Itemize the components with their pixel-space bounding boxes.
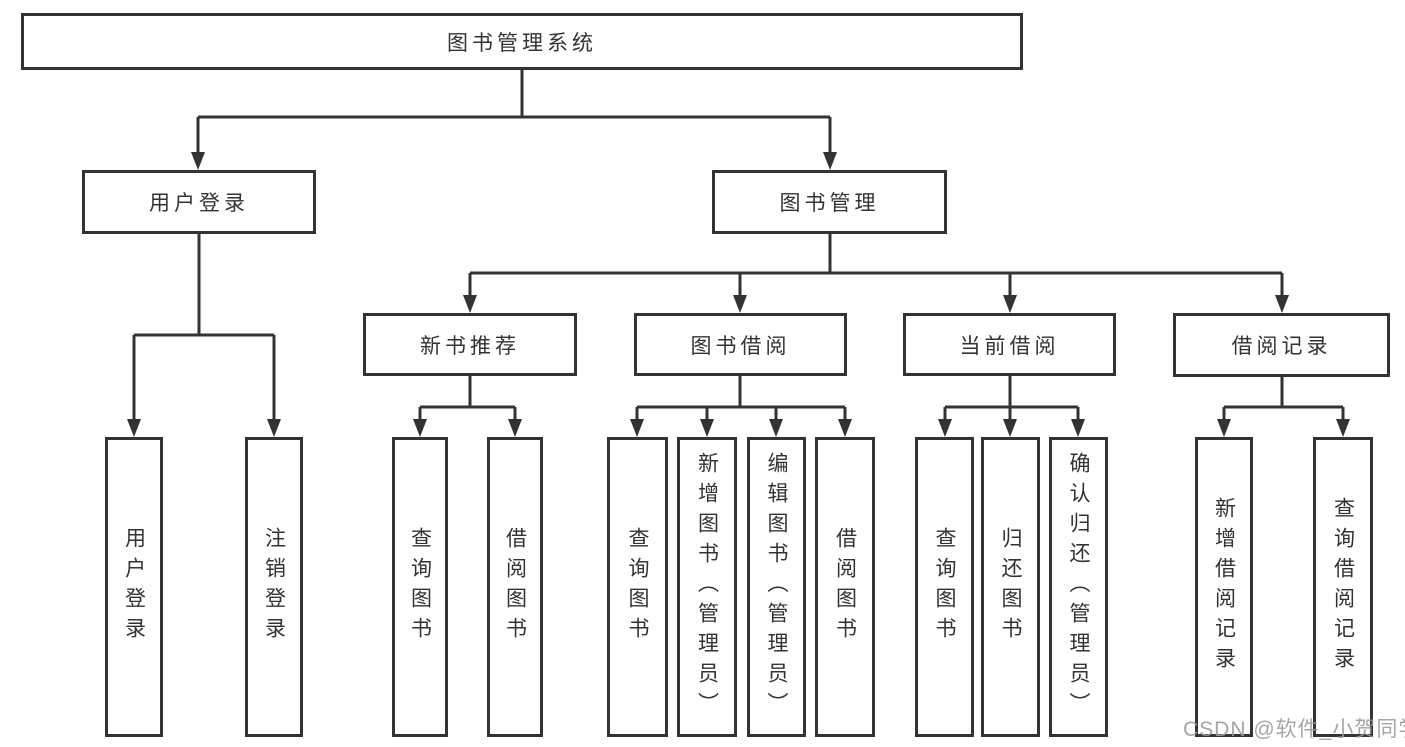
leaf-current-query-books: 查询图书: [915, 437, 974, 737]
node-label: 当前借阅: [959, 334, 1060, 358]
leaf-borrowing-edit-books-admin: 编辑图书（管理员）: [747, 437, 806, 737]
node-label: 借阅记录: [1231, 335, 1332, 358]
leaf-borrowing-add-books-admin: 新增图书（管理员）: [677, 437, 737, 737]
leaf-label: 编辑图书（管理员）: [765, 452, 788, 722]
leaf-borrowing-borrow-books: 借阅图书: [815, 437, 875, 737]
leaf-label: 借阅图书: [503, 527, 527, 647]
node-borrowing-records: 借阅记录: [1173, 313, 1390, 377]
leaf-label: 确认归还（管理员）: [1067, 452, 1090, 722]
leaf-label: 查询图书: [933, 527, 956, 647]
leaf-label: 用户登录: [122, 527, 146, 647]
leaf-label: 查询图书: [626, 527, 649, 647]
node-label: 图书借阅: [690, 334, 791, 358]
node-label: 图书管理: [779, 192, 880, 215]
arrowhead: [630, 419, 644, 437]
arrowhead: [508, 419, 522, 437]
node-label: 新书推荐: [420, 334, 520, 358]
node-new-book-recommend: 新书推荐: [363, 313, 577, 376]
leaf-user-login: 用户登录: [105, 437, 163, 737]
arrowhead: [1071, 419, 1085, 437]
leaf-recommend-borrow-books: 借阅图书: [487, 437, 543, 737]
leaf-current-return-books: 归还图书: [981, 437, 1040, 737]
watermark: CSDN @软件_小贺同学: [1183, 718, 1405, 741]
arrowhead: [838, 419, 852, 437]
arrowhead: [823, 152, 837, 170]
leaf-label: 新增借阅记录: [1212, 497, 1236, 677]
arrowhead: [700, 419, 714, 437]
arrowhead: [733, 295, 747, 313]
arrowhead: [463, 295, 477, 313]
arrowhead: [267, 419, 281, 437]
arrowhead: [191, 152, 205, 170]
leaf-label: 查询借阅记录: [1331, 497, 1355, 677]
leaf-label: 借阅图书: [833, 527, 857, 647]
leaf-label: 查询图书: [408, 527, 432, 647]
leaf-borrowing-query-books: 查询图书: [607, 437, 668, 737]
leaf-current-confirm-return-admin: 确认归还（管理员）: [1049, 437, 1108, 737]
leaf-logout-login: 注销登录: [245, 437, 303, 737]
arrowhead: [769, 419, 783, 437]
node-current-borrowing: 当前借阅: [903, 313, 1116, 376]
arrowhead: [1336, 419, 1350, 437]
arrowhead: [938, 419, 952, 437]
leaf-label: 归还图书: [999, 527, 1022, 647]
leaf-recommend-query-books: 查询图书: [392, 437, 448, 737]
leaf-records-add-record: 新增借阅记录: [1195, 437, 1253, 737]
node-user-login: 用户登录: [82, 170, 316, 234]
node-book-management: 图书管理: [712, 170, 947, 234]
node-label: 用户登录: [149, 192, 249, 215]
leaf-label: 注销登录: [262, 527, 286, 647]
arrowhead: [1217, 419, 1231, 437]
arrowhead: [127, 419, 141, 437]
arrowhead: [1003, 419, 1017, 437]
leaf-records-query-record: 查询借阅记录: [1313, 437, 1373, 737]
arrowhead: [413, 419, 427, 437]
node-label: 图书管理系统: [447, 31, 597, 55]
leaf-label: 新增图书（管理员）: [695, 452, 719, 722]
arrowhead: [1003, 295, 1017, 313]
node-library-system: 图书管理系统: [21, 13, 1023, 70]
node-book-borrowing: 图书借阅: [634, 313, 847, 376]
arrowhead: [1275, 295, 1289, 313]
